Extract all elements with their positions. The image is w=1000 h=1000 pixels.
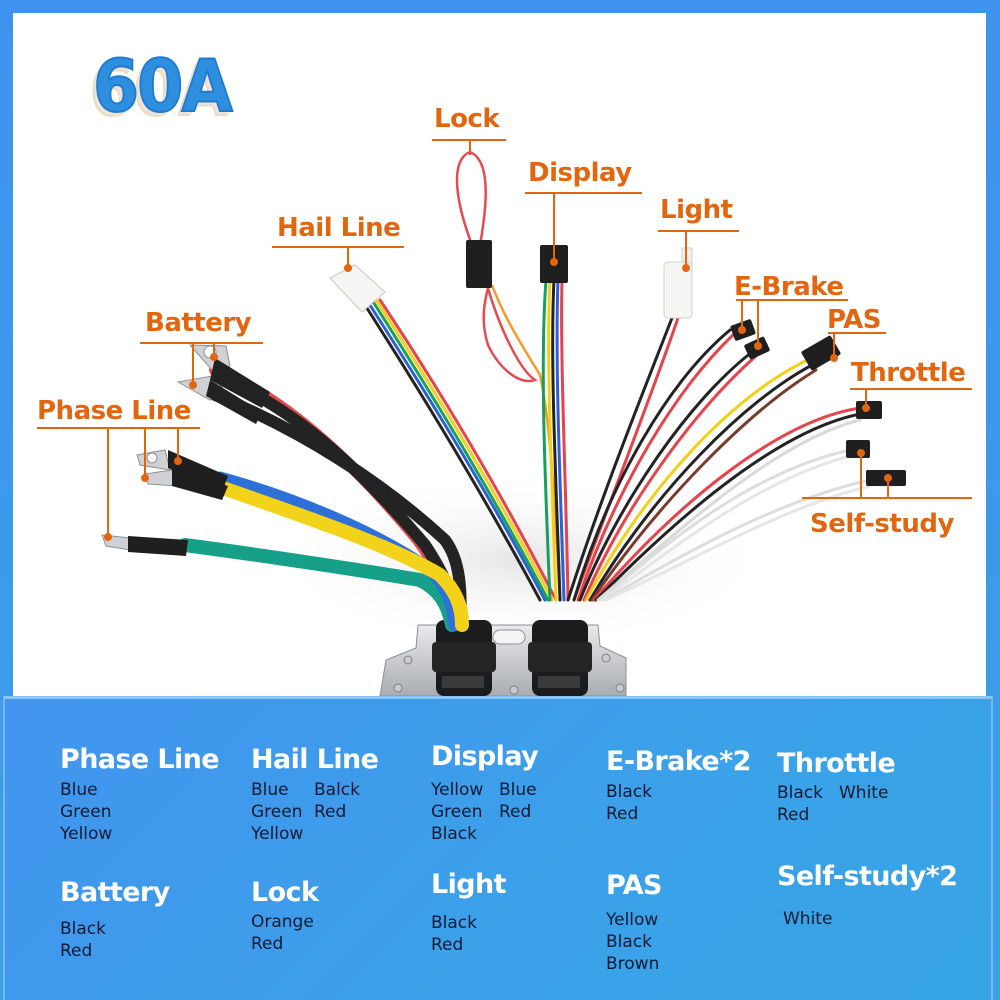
wire-color: Blue xyxy=(60,780,98,800)
wire-color: Green xyxy=(251,802,303,822)
legend-heading: Lock xyxy=(251,877,319,908)
cable-gland-left xyxy=(432,620,496,696)
wire-color: Red xyxy=(314,802,347,822)
e-brake-connectors xyxy=(730,319,770,360)
legend-battery: Battery Black Red xyxy=(60,879,170,962)
wire-color: Blue xyxy=(251,780,289,800)
wire-color: Black xyxy=(60,919,106,939)
wire-color: Blue xyxy=(499,780,537,800)
wire-color: Black xyxy=(606,782,652,802)
legend-heading: PAS xyxy=(606,870,662,901)
legend-heading: Phase Line xyxy=(60,744,220,775)
cable-gland-right xyxy=(528,620,592,696)
label-self-study: Self-study xyxy=(810,509,954,539)
controller-photo: 60A Lock Display Hail Line Light E-Brake… xyxy=(13,13,986,696)
label-throttle: Throttle xyxy=(851,358,966,388)
lock-connector xyxy=(466,240,492,288)
wire-color-legend-panel: Phase Line Blue Green Yellow Hail Line B… xyxy=(3,696,993,1000)
label-phase-line: Phase Line xyxy=(37,396,191,426)
phase-terminals xyxy=(101,449,228,556)
legend-lock: Lock Orange Red xyxy=(251,877,319,955)
wiring-illustration xyxy=(37,139,972,696)
wire-color: Brown xyxy=(606,954,660,974)
legend-heading: Self-study*2 xyxy=(777,861,958,892)
wire-color: Black xyxy=(606,932,652,952)
wire-color: Black xyxy=(431,824,477,844)
pas-connector xyxy=(801,335,841,371)
wire-color: Red xyxy=(60,941,93,961)
wire-color: White xyxy=(783,909,833,929)
wire-color: Yellow xyxy=(251,824,304,844)
wire-color: Red xyxy=(606,804,639,824)
display-wires xyxy=(541,278,570,602)
wire-color: Red xyxy=(431,935,464,955)
legend-display: Display Yellow Green Black Blue Red xyxy=(431,741,539,845)
phase-and-battery-wires xyxy=(178,364,469,632)
wire-color: Yellow xyxy=(60,824,113,844)
wire-color: Black xyxy=(777,783,823,803)
wire-color: Yellow xyxy=(606,910,659,930)
wire-color: Red xyxy=(777,805,810,825)
legend-hail-line: Hail Line Blue Green Yellow Balck Red xyxy=(251,744,379,845)
wire-color: Black xyxy=(431,913,477,933)
wire-color: Yellow xyxy=(431,780,484,800)
label-pas: PAS xyxy=(827,305,882,335)
legend-heading: Hail Line xyxy=(251,744,379,775)
wire-color: Balck xyxy=(314,780,360,800)
light-connector xyxy=(663,247,693,319)
legend-pas: PAS Yellow Black Brown xyxy=(606,872,662,975)
legend-e-brake: E-Brake*2 Black Red xyxy=(606,748,751,825)
legend-heading: Battery xyxy=(60,877,170,908)
wire-color: Red xyxy=(251,934,284,954)
label-hail-line: Hail Line xyxy=(277,213,401,243)
wire-color: Red xyxy=(499,802,532,822)
wire-color: Green xyxy=(431,802,483,822)
label-lock: Lock xyxy=(434,104,500,134)
legend-heading: Display xyxy=(431,741,539,772)
label-display: Display xyxy=(528,158,632,188)
label-light: Light xyxy=(660,195,733,225)
hail-line-wires xyxy=(363,298,558,602)
self-study-connectors xyxy=(846,440,906,486)
legend-heading: Light xyxy=(431,869,507,900)
legend-heading: E-Brake*2 xyxy=(606,746,751,777)
legend-self-study: Self-study*2 White xyxy=(777,861,958,930)
wire-color: Green xyxy=(60,802,112,822)
leader-lines xyxy=(37,139,972,541)
label-battery: Battery xyxy=(145,308,252,338)
wire-color: Orange xyxy=(251,912,314,932)
wire-color: White xyxy=(839,783,889,803)
legend-light: Light Black Red xyxy=(431,869,507,956)
legend-throttle: Throttle Black Red White xyxy=(777,748,896,826)
accessory-wires xyxy=(566,316,872,602)
current-rating-title: 60A xyxy=(92,44,234,128)
label-e-brake: E-Brake xyxy=(734,272,844,302)
legend-phase-line: Phase Line Blue Green Yellow xyxy=(60,744,220,845)
legend-heading: Throttle xyxy=(777,748,896,779)
